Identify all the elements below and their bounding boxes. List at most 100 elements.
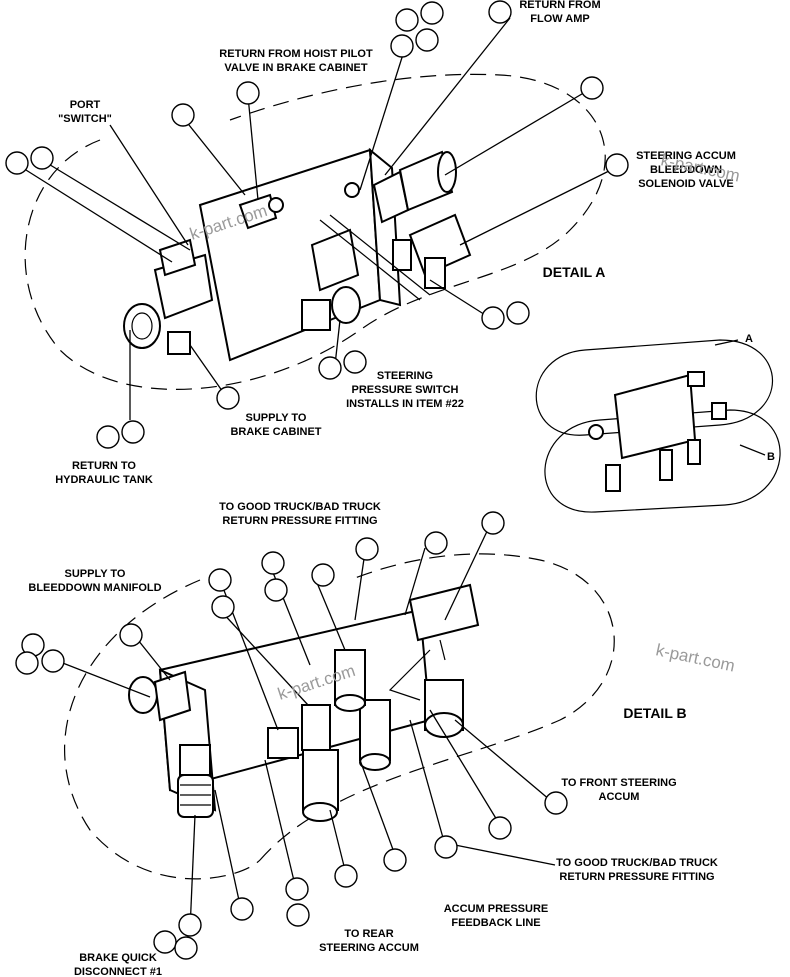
leader-b-top-2: [404, 547, 426, 616]
callout-bubble: [343, 350, 367, 374]
overview-fitting-b: [687, 439, 701, 465]
callout-bubble: [96, 425, 120, 449]
detail-a-tube-edge: [329, 214, 431, 296]
overview-manifold: [613, 373, 697, 460]
leader-b-bottom-1: [264, 759, 296, 886]
overview-leader-b: [739, 444, 766, 456]
detail-a-hoist-fitting: [238, 193, 278, 230]
callout-bubble: [488, 816, 512, 840]
leader-port-switch: [109, 124, 189, 246]
detail-b-feedback-fitting: [359, 699, 391, 761]
callout-bubble: [311, 563, 335, 587]
leader-b-left: [54, 659, 151, 698]
detail-b-boundary: [64, 553, 615, 880]
label-good-truck-bottom-line1: TO GOOD TRUCK/BAD TRUCK: [556, 857, 718, 869]
detail-a-view: RETURN FROM FLOW AMP RETURN FROM HOIST P…: [5, 0, 736, 486]
detail-b-left-port: [128, 676, 158, 714]
label-detail-a: DETAIL A: [543, 264, 606, 280]
detail-a-boundary: [24, 73, 606, 390]
label-steering-switch-line1: STEERING: [377, 370, 433, 382]
leader-flow-amp: [384, 17, 511, 176]
callout-bubble: [285, 877, 309, 901]
callout-bubble: [544, 791, 568, 815]
detail-a-solenoid-fitting: [392, 239, 412, 271]
label-feedback-line1: ACCUM PRESSURE: [444, 903, 549, 915]
overview-loop-a: [535, 339, 773, 436]
detail-a-supply-fitting: [167, 331, 191, 355]
label-return-hoist-line1: RETURN FROM HOIST PILOT: [219, 48, 373, 60]
label-overview-a: A: [745, 333, 753, 345]
leader-good-truck-bottom: [454, 844, 556, 866]
leader-hoist-b: [247, 95, 259, 201]
leader-b-top-3: [444, 524, 491, 621]
callout-bubble: [230, 897, 254, 921]
detail-a-return-port: [123, 303, 161, 349]
leader-supply-brake: [189, 344, 226, 396]
callout-bubble: [30, 146, 54, 170]
detail-a-center-fitting: [310, 228, 360, 292]
callout-bubble: [153, 930, 177, 954]
overview-leader-a: [714, 339, 739, 346]
label-overview-b: B: [767, 451, 775, 463]
label-good-truck-bottom-line2: RETURN PRESSURE FITTING: [559, 871, 714, 883]
detail-b-disconnect-hex: [179, 744, 211, 776]
callout-bubble: [481, 306, 505, 330]
callout-bubble: [208, 568, 232, 592]
overview-fitting-right: [711, 402, 727, 420]
callout-bubble: [334, 864, 358, 888]
overview-fitting-bottom: [659, 449, 673, 481]
callout-bubble: [15, 651, 39, 675]
detail-a-tube: [319, 219, 421, 301]
leader-b-top-1: [354, 551, 366, 621]
label-port-switch-line2: "SWITCH": [58, 113, 112, 125]
label-return-flow-amp-line1: RETURN FROM: [519, 0, 600, 11]
detail-a-pressure-switch: [331, 286, 361, 324]
callout-bubble: [390, 34, 414, 58]
overview-fitting-port: [588, 424, 604, 440]
detail-b-tube-1: [388, 649, 431, 701]
leader-a-left-2: [17, 164, 173, 263]
leader-solenoid: [459, 167, 616, 246]
leader-a-right: [444, 87, 593, 176]
label-supply-bleeddown-line2: BLEEDDOWN MANIFOLD: [28, 582, 161, 594]
leader-a-left-1: [41, 159, 191, 251]
detail-a-hoist-cap: [268, 197, 284, 213]
callout-bubble: [171, 103, 195, 127]
detail-b-tube-2: [439, 639, 446, 661]
label-supply-brake-line1: SUPPLY TO: [246, 412, 307, 424]
detail-b-mid-port: [334, 694, 366, 712]
detail-b-front-accum-port: [424, 712, 464, 738]
label-return-hoist-line2: VALVE IN BRAKE CABINET: [224, 62, 367, 74]
label-front-accum-line1: TO FRONT STEERING: [561, 777, 676, 789]
label-steering-switch-line3: INSTALLS IN ITEM #22: [346, 398, 464, 410]
leader-plug: [359, 47, 406, 191]
callout-bubble: [286, 903, 310, 927]
label-brake-quick-line2: DISCONNECT #1: [74, 966, 162, 977]
callout-bubble: [506, 301, 530, 325]
callout-bubble: [216, 386, 240, 410]
label-port-switch-line1: PORT: [70, 99, 101, 111]
label-return-tank-line2: HYDRAULIC TANK: [55, 474, 153, 486]
label-bleeddown-line1: STEERING ACCUM: [636, 150, 736, 162]
label-supply-brake-line2: BRAKE CABINET: [230, 426, 321, 438]
detail-b-view: TO GOOD TRUCK/BAD TRUCK RETURN PRESSURE …: [15, 501, 718, 977]
detail-b-brake-quick-disconnect: [177, 774, 214, 818]
detail-b-hex-2: [301, 704, 331, 751]
leader-b-mid-3: [219, 609, 309, 706]
callout-bubble: [318, 356, 342, 380]
detail-a-switch-hex: [301, 299, 331, 331]
callout-bubble: [420, 1, 444, 25]
leader-front-accum: [454, 719, 551, 801]
callout-bubble: [41, 649, 65, 673]
label-return-flow-amp-line2: FLOW AMP: [530, 13, 589, 25]
leader-b-right-2: [409, 719, 446, 846]
leader-good-truck-top: [314, 577, 346, 651]
detail-a-return-port-inner: [131, 312, 153, 340]
callout-bubble: [5, 151, 29, 175]
callout-bubble: [415, 28, 439, 52]
label-steering-switch-line2: PRESSURE SWITCH: [352, 384, 459, 396]
callout-bubble: [119, 623, 143, 647]
detail-b-left-fitting: [153, 670, 192, 722]
